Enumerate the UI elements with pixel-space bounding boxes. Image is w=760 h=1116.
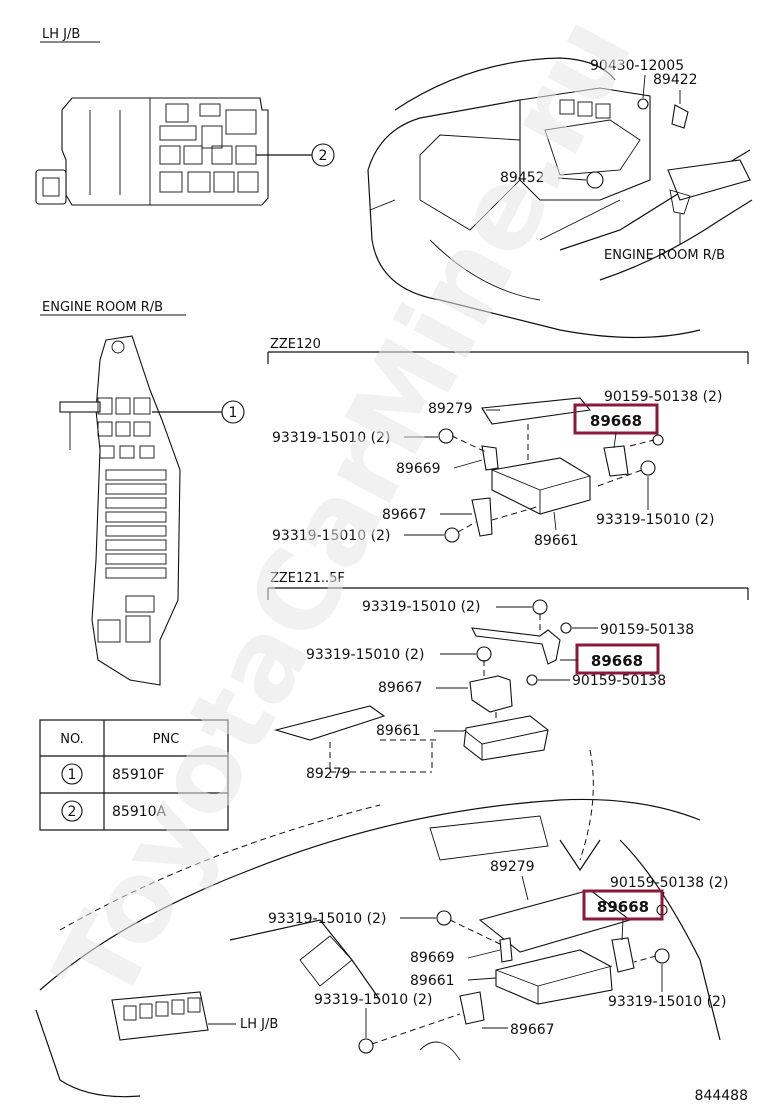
table-row-1-no: 1 [68,767,77,783]
zze121-label-90159-a: 90159-50138 [600,622,694,638]
table-row-1-pnc: 85910F [112,767,165,783]
bottom-label-90159-50138: 90159-50138 (2) [610,875,728,891]
bottom-label-93319-a: 93319-15010 (2) [268,911,386,927]
zze121-label-89668: 89668 [591,652,643,670]
zze121-label-93319-a: 93319-15010 (2) [362,599,480,615]
zze121-label-93319-b: 93319-15010 (2) [306,647,424,663]
zze120-label-89669: 89669 [396,461,441,477]
section-label-zze121: ZZE121..5F [270,571,345,586]
zze120-label-89661: 89661 [534,533,579,549]
lh-junction-block-drawing [35,97,269,206]
zze121-label-89661: 89661 [376,723,421,739]
bottom-label-93319-b: 93319-15010 (2) [314,992,432,1008]
table-header-no: NO. [60,732,84,747]
table-row-2-no: 2 [68,804,77,820]
bottom-label-93319-c: 93319-15010 (2) [608,994,726,1010]
callout-circle-2 [311,143,335,167]
zze120-label-89667: 89667 [382,507,427,523]
label-89422: 89422 [653,72,698,88]
zze121-label-90159-b: 90159-50138 [572,673,666,689]
zze120-label-93319-b: 93319-15010 (2) [596,512,714,528]
section-label-lh-jb: LH J/B [42,27,80,42]
zze121-label-89279: 89279 [306,766,351,782]
section-label-engine-room-rb: ENGINE ROOM R/B [42,300,163,315]
zze120-assembly-drawing [438,397,664,543]
table-header-pnc: PNC [153,732,180,747]
zze120-label-89279: 89279 [428,401,473,417]
label-engine-room-rb-top: ENGINE ROOM R/B [604,248,725,263]
label-90430-12005: 90430-12005 [590,58,684,74]
engine-bay-drawing [367,57,753,339]
dashboard-drawing [35,749,721,1098]
zze120-label-93319-a: 93319-15010 (2) [272,430,390,446]
callout-number-1: 1 [229,405,238,421]
zze120-label-89668: 89668 [590,412,642,430]
engine-room-relay-block-drawing [59,335,181,686]
bottom-label-89668: 89668 [597,898,649,916]
bottom-label-89669: 89669 [410,950,455,966]
bottom-label-89667: 89667 [510,1022,555,1038]
label-89452: 89452 [500,170,545,186]
pnc-table: NO. PNC 1 85910F 2 85910A [39,719,229,831]
callout-number-2: 2 [319,148,328,164]
zze121-highlight-box [575,643,660,675]
bottom-label-89661: 89661 [410,973,455,989]
callout-circle-1 [221,400,245,424]
zze121-label-89667: 89667 [378,680,423,696]
bottom-label-lh-jb: LH J/B [240,1017,278,1032]
diagram-id: 844488 [695,1088,748,1104]
bottom-label-89279: 89279 [490,859,535,875]
zze120-label-93319-c: 93319-15010 (2) [272,528,390,544]
table-row-2-pnc: 85910A [112,804,167,820]
section-label-zze120: ZZE120 [270,337,321,352]
zze121-assembly-drawing [273,599,572,773]
zze120-label-90159-50138: 90159-50138 (2) [604,389,722,405]
